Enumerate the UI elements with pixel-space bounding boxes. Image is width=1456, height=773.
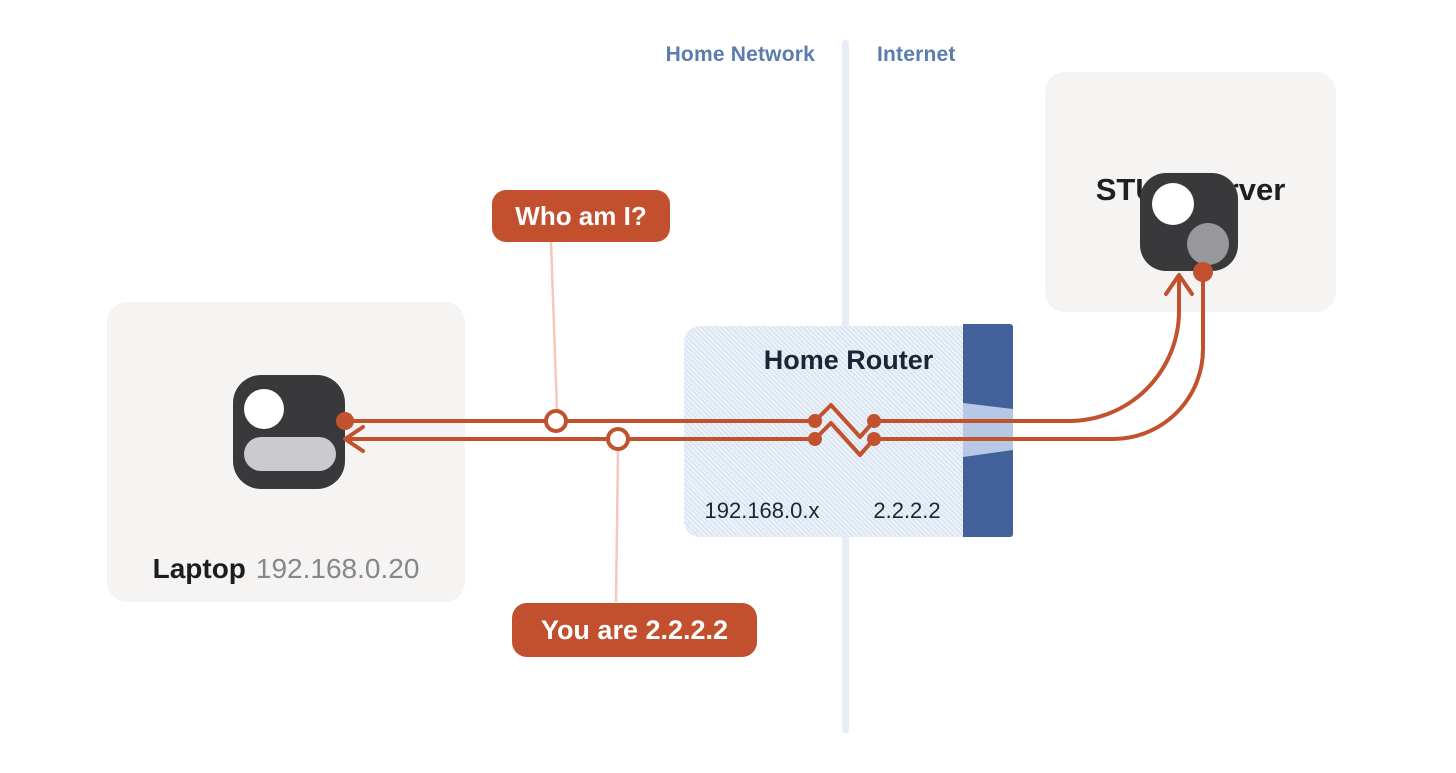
laptop-icon-bar bbox=[244, 437, 336, 471]
request-badge-leader-line bbox=[549, 241, 559, 412]
response-badge-leader-line bbox=[614, 449, 620, 603]
router-port-funnel bbox=[963, 403, 1013, 457]
server-icon bbox=[1140, 173, 1238, 271]
zone-label-internet: Internet bbox=[877, 43, 956, 66]
laptop-label: Laptop 192.168.0.20 bbox=[107, 553, 465, 585]
laptop-node: Laptop 192.168.0.20 bbox=[107, 302, 465, 602]
request-message-badge: Who am I? bbox=[492, 190, 670, 242]
request-anchor-ring bbox=[544, 409, 568, 433]
laptop-private-ip: 192.168.0.20 bbox=[255, 553, 420, 584]
router-lan-ip: 192.168.0.x bbox=[704, 498, 820, 523]
response-message-badge: You are 2.2.2.2 bbox=[512, 603, 757, 657]
server-icon-light bbox=[1152, 183, 1194, 225]
router-title: Home Router bbox=[763, 345, 934, 375]
stun-server-node: STUN Server bbox=[1045, 72, 1336, 312]
zone-label-home-network: Home Network bbox=[665, 43, 815, 66]
laptop-icon bbox=[233, 375, 345, 489]
home-router-node: Home Router 192.168.0.x 2.2.2.2 bbox=[684, 324, 1013, 537]
router-wan-ip: 2.2.2.2 bbox=[873, 498, 941, 523]
server-icon-dim-light bbox=[1187, 223, 1229, 265]
laptop-icon-circle bbox=[244, 389, 284, 429]
response-anchor-ring bbox=[606, 427, 630, 451]
laptop-name: Laptop bbox=[152, 553, 246, 584]
